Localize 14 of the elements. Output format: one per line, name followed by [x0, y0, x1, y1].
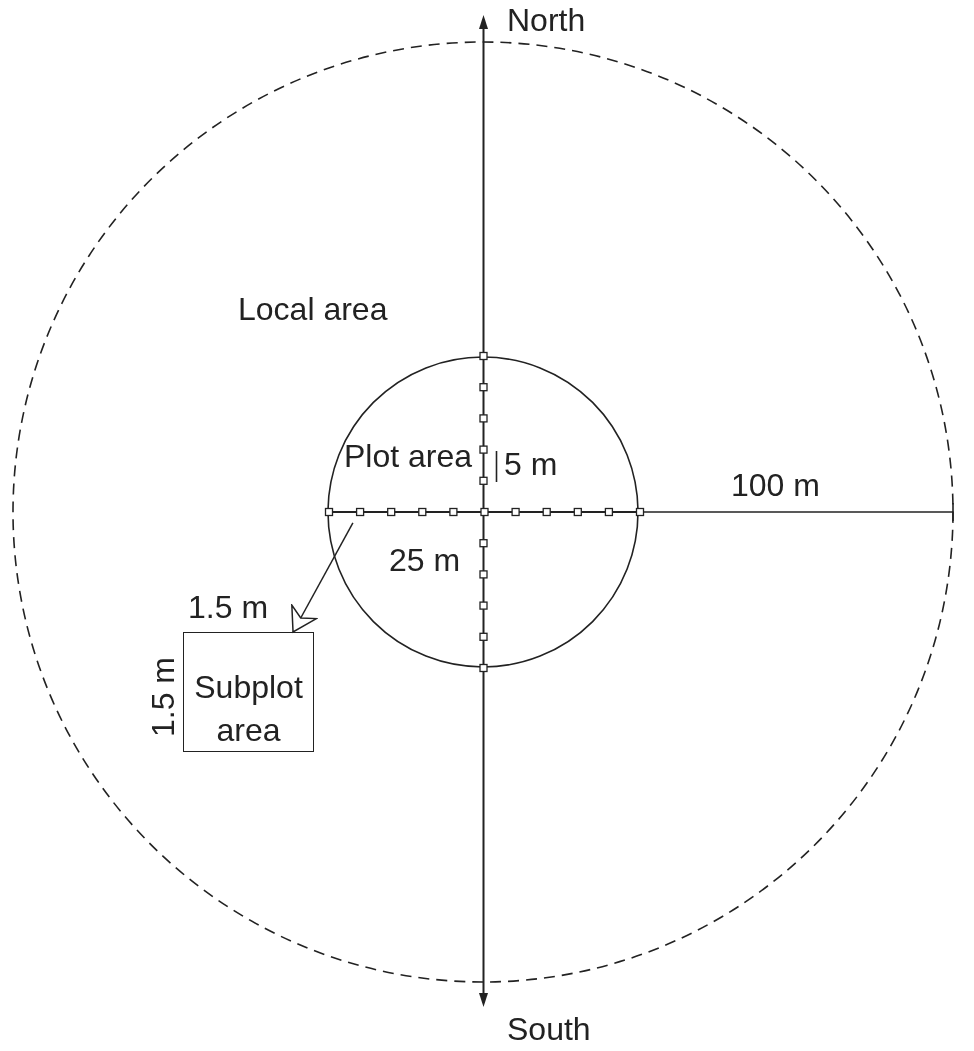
dimension-label: 25 m — [389, 544, 461, 576]
area-label: Subplot area — [194, 668, 303, 750]
area-label: Plot area — [344, 440, 473, 472]
dimension-label: 5 m — [504, 448, 558, 480]
area-label: Local area — [238, 293, 388, 325]
direction-label: South — [507, 1013, 591, 1045]
dimension-label: 1.5 m — [147, 657, 179, 737]
subplot-square — [183, 632, 314, 752]
arrow — [291, 522, 354, 633]
direction-label: North — [507, 4, 586, 36]
plot-area-circle — [327, 356, 639, 668]
dimension-label: 1.5 m — [188, 591, 269, 623]
dimension-label: 100 m — [731, 469, 820, 501]
local-area-circle — [12, 41, 954, 983]
